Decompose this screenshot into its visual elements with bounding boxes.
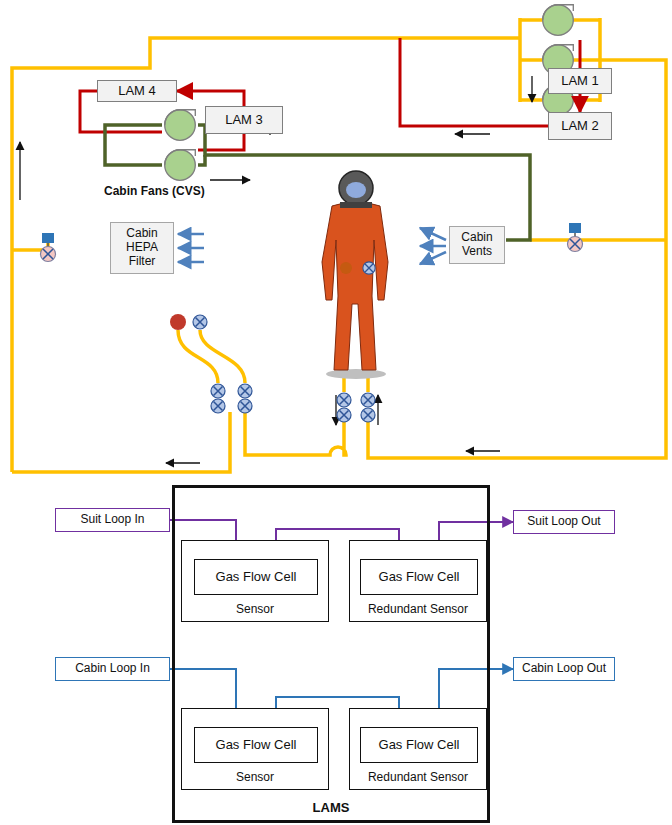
suit-port-valve	[363, 262, 375, 274]
node-text: Cabin Loop Out	[522, 662, 606, 676]
valve-pair	[337, 393, 351, 407]
flow-arrow	[531, 76, 532, 102]
air-arrow	[178, 228, 446, 264]
air-arrow	[420, 252, 446, 264]
flow-arrow	[210, 179, 250, 180]
astronaut-figure	[322, 202, 388, 370]
air-arrow	[420, 228, 446, 240]
cabin-loop-line	[105, 125, 162, 165]
flow-arrow	[20, 76, 532, 463]
gas-flow-cell: Gas Flow Cell	[360, 727, 478, 763]
flow-connector	[177, 91, 244, 106]
flow-connector	[579, 94, 582, 112]
flow-arrow	[466, 450, 500, 451]
gas-flow-cell: Gas Flow Cell	[194, 559, 318, 595]
node-text: Redundant Sensor	[350, 771, 486, 785]
cabin-box: Cabin HEPA Filter	[110, 222, 174, 274]
air-arrow	[420, 245, 446, 248]
gas-flow-cell: Gas Flow Cell	[360, 559, 478, 595]
suit-loop-line	[245, 412, 346, 455]
flow-arrow	[19, 142, 20, 200]
lam-sample-line	[400, 38, 548, 126]
cabin-loop-line	[198, 155, 205, 165]
suit-port	[340, 262, 352, 274]
air-arrow	[178, 233, 204, 236]
suit-loop-line	[12, 18, 666, 472]
suit-loop-line	[178, 330, 218, 383]
hose-port-valve	[193, 315, 207, 329]
flow-arrow	[455, 133, 490, 134]
node-text: LAMS	[175, 801, 487, 816]
lam-sample-line	[579, 40, 582, 68]
astronaut-figure	[339, 171, 373, 205]
node-text: LAM 2	[561, 119, 599, 134]
valve-pair	[337, 408, 351, 422]
part-label: Cabin Fans (CVS)	[104, 184, 205, 198]
node-text: Cabin HEPA Filter	[115, 227, 169, 268]
astronaut-figure	[346, 182, 366, 198]
lam-box: LAM 2	[548, 112, 612, 140]
sensor-box: Redundant Sensor Gas Flow Cell	[349, 540, 487, 622]
node-text: Suit Loop Out	[527, 515, 600, 529]
fan-group	[543, 5, 574, 36]
suit-port-box: Suit Loop In	[55, 508, 170, 532]
cabin-box: Cabin Vents	[449, 226, 505, 264]
astronaut-figure	[340, 202, 372, 208]
lams-enclosure: LAMSSensorGas Flow CellRedundant SensorG…	[172, 485, 490, 823]
valve-pair	[211, 384, 225, 398]
lam-box: LAM 3	[205, 106, 283, 134]
node-text: LAM 3	[225, 113, 263, 128]
node-text: Redundant Sensor	[350, 603, 486, 617]
node-text: Cabin Vents	[454, 231, 500, 259]
lam-box: LAM 4	[97, 80, 177, 102]
flow-arrow	[166, 462, 200, 463]
fan-group	[165, 110, 196, 141]
suit-loop-line	[12, 412, 230, 472]
suit-port-box: Suit Loop Out	[513, 510, 615, 534]
valve-pair	[211, 384, 375, 422]
sensor-box: Sensor Gas Flow Cell	[181, 540, 329, 622]
hose-port	[170, 314, 186, 330]
suit-loop-line	[200, 330, 245, 383]
fan-group	[165, 5, 574, 181]
actuated-valve	[41, 233, 56, 262]
node-text: Gas Flow Cell	[379, 570, 460, 585]
suit-loop-line	[12, 38, 520, 472]
cabin-port-box: Cabin Loop Out	[513, 657, 615, 681]
valve-pair	[361, 393, 375, 407]
node-text: Gas Flow Cell	[216, 570, 297, 585]
air-arrow	[178, 247, 204, 250]
valve-pair	[361, 408, 375, 422]
sensor-box: Redundant Sensor Gas Flow Cell	[349, 708, 487, 790]
valve-pair	[238, 384, 252, 398]
node-text: LAM 4	[118, 84, 156, 99]
gas-flow-cell: Gas Flow Cell	[194, 727, 318, 763]
actuated-valve	[568, 223, 583, 252]
node-text: Suit Loop In	[80, 513, 144, 527]
fan-group	[165, 150, 196, 181]
lam-sample-line	[80, 38, 580, 150]
node-text: LAM 1	[561, 74, 599, 89]
lam-box: LAM 1	[548, 68, 612, 94]
suit-loop-line	[530, 238, 666, 242]
node-text: Cabin Loop In	[75, 662, 150, 676]
valve-pair	[211, 399, 225, 413]
astronaut-figure	[322, 171, 388, 379]
valve-pair	[238, 399, 252, 413]
flow-arrow	[377, 395, 378, 425]
suit-loop-line	[368, 60, 666, 458]
node-text: Gas Flow Cell	[216, 738, 297, 753]
cabin-port-box: Cabin Loop In	[55, 657, 170, 681]
node-text: Sensor	[182, 771, 328, 785]
node-text: Gas Flow Cell	[379, 738, 460, 753]
sensor-box: Sensor Gas Flow Cell	[181, 708, 329, 790]
air-arrow	[178, 261, 204, 264]
node-text: Sensor	[182, 603, 328, 617]
